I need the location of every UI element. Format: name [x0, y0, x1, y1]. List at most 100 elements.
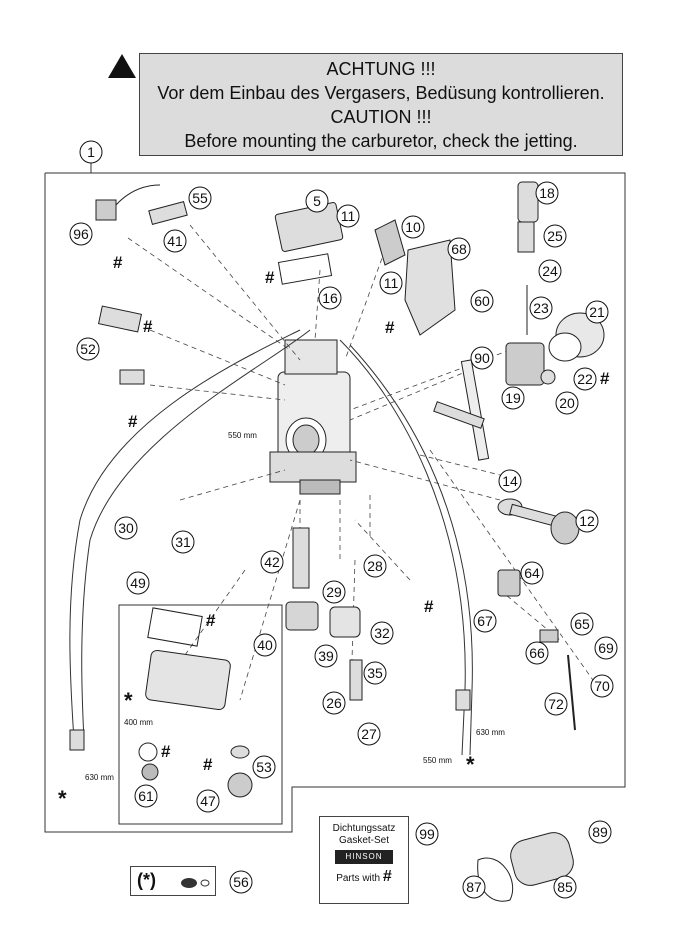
dim-550mm-b: 550 mm [423, 756, 452, 765]
star-mark: * [124, 688, 133, 713]
svg-text:5: 5 [313, 193, 321, 209]
leader-lines [127, 224, 601, 701]
small-parts-icon [181, 878, 210, 888]
hash-mark: # [206, 611, 216, 630]
callout-99: 99 [415, 822, 439, 846]
star-legend-text: (*) [137, 870, 156, 890]
svg-text:55: 55 [192, 190, 208, 206]
callout-14: 14 [498, 469, 522, 493]
svg-text:23: 23 [533, 300, 549, 316]
hash-mark: # [113, 253, 123, 272]
svg-text:16: 16 [322, 290, 338, 306]
callout-65: 65 [570, 612, 594, 636]
callout-64: 64 [520, 561, 544, 585]
callout-21: 21 [585, 300, 609, 324]
svg-text:21: 21 [589, 304, 605, 320]
dim-630mm-a: 630 mm [85, 773, 114, 782]
svg-text:28: 28 [367, 558, 383, 574]
svg-text:96: 96 [73, 226, 89, 242]
callout-56: 56 [229, 870, 253, 894]
hash-mark: # [161, 742, 171, 761]
callout-61: 61 [134, 784, 158, 808]
callout-41: 41 [163, 229, 187, 253]
callout-66: 66 [525, 641, 549, 665]
svg-text:90: 90 [474, 350, 490, 366]
warning-box: ACHTUNG !!! Vor dem Einbau des Vergasers… [139, 53, 623, 156]
hash-mark: # [203, 755, 213, 774]
callout-40: 40 [253, 633, 277, 657]
svg-text:42: 42 [264, 554, 280, 570]
svg-text:64: 64 [524, 565, 540, 581]
svg-text:1: 1 [87, 144, 95, 160]
gasket-set-box: Dichtungssatz Gasket-Set HINSON Parts wi… [319, 816, 409, 904]
svg-text:35: 35 [367, 665, 383, 681]
svg-text:10: 10 [405, 219, 421, 235]
warning-line-4: Before mounting the carburetor, check th… [184, 131, 578, 151]
svg-text:60: 60 [474, 293, 490, 309]
hinson-logo: HINSON [335, 850, 393, 864]
svg-text:66: 66 [529, 645, 545, 661]
svg-text:40: 40 [257, 637, 273, 653]
svg-text:89: 89 [592, 824, 608, 840]
svg-text:11: 11 [341, 208, 356, 224]
callout-23: 23 [529, 296, 553, 320]
svg-text:39: 39 [318, 648, 334, 664]
dim-630mm-b: 630 mm [476, 728, 505, 737]
svg-text:99: 99 [419, 826, 435, 842]
dim-550mm-a: 550 mm [228, 431, 257, 440]
small-parts [69, 181, 605, 902]
callout-20: 20 [555, 391, 579, 415]
svg-text:19: 19 [505, 390, 521, 406]
gasket-set-line-2: Gasket-Set [338, 835, 390, 846]
svg-text:85: 85 [557, 879, 573, 895]
assembly-frame [44, 172, 626, 833]
dim-400mm: 400 mm [124, 718, 153, 727]
svg-text:31: 31 [175, 534, 191, 550]
warning-line-3: CAUTION !!! [330, 107, 432, 127]
callout-1: 1 [79, 140, 103, 164]
hash-mark: # [424, 597, 434, 616]
callout-70: 70 [590, 674, 614, 698]
warning-line-1: ACHTUNG !!! [326, 59, 436, 79]
carburetor-body [269, 339, 357, 495]
svg-text:68: 68 [451, 241, 467, 257]
svg-text:72: 72 [548, 696, 564, 712]
svg-text:47: 47 [200, 793, 216, 809]
callout-10: 10 [401, 215, 425, 239]
callout-12: 12 [575, 509, 599, 533]
callout-29: 29 [322, 580, 346, 604]
star-legend-box: (*) [130, 866, 216, 896]
callout-32: 32 [370, 621, 394, 645]
callout-39: 39 [314, 644, 338, 668]
svg-text:22: 22 [577, 371, 593, 387]
svg-text:70: 70 [594, 678, 610, 694]
svg-text:18: 18 [539, 185, 555, 201]
svg-text:52: 52 [80, 341, 96, 357]
hash-mark: # [143, 317, 153, 336]
svg-text:26: 26 [326, 695, 342, 711]
callout-27: 27 [357, 722, 381, 746]
callout-28: 28 [363, 554, 387, 578]
hash-mark: # [600, 369, 610, 388]
callout-49: 49 [126, 571, 150, 595]
svg-text:11: 11 [384, 275, 399, 291]
callout-30: 30 [114, 516, 138, 540]
svg-text:67: 67 [477, 613, 493, 629]
callout-87: 87 [462, 875, 486, 899]
svg-text:24: 24 [542, 263, 558, 279]
callout-42: 42 [260, 550, 284, 574]
callout-55: 55 [188, 186, 212, 210]
callout-bubbles: 1 5 10 11 11 12 14 16 18 19 20 21 22 23 … [69, 140, 618, 899]
callout-19: 19 [501, 386, 525, 410]
callout-25: 25 [543, 224, 567, 248]
svg-text:14: 14 [502, 473, 518, 489]
callout-69: 69 [594, 636, 618, 660]
gasket-markers: # # # # # # # # # # * * * [58, 253, 610, 811]
callout-11: 11 [336, 204, 360, 228]
parts-with-label: Parts with # [336, 868, 392, 885]
callout-24: 24 [538, 259, 562, 283]
callout-22: 22 [573, 367, 597, 391]
warning-triangle-icon [108, 54, 136, 78]
